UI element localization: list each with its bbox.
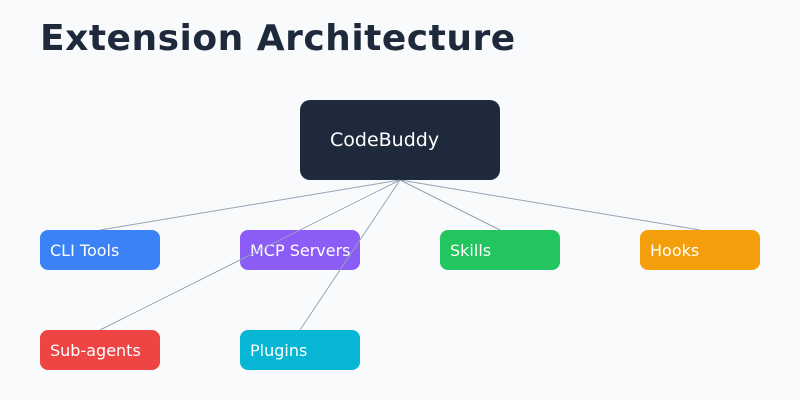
diagram-title: Extension Architecture <box>40 18 516 59</box>
node-mcp-servers[interactable]: MCP Servers <box>240 230 360 270</box>
edge-root-cli-tools <box>99 179 401 231</box>
node-plugins[interactable]: Plugins <box>240 330 360 370</box>
node-skills-label: Skills <box>450 240 492 260</box>
edge-root-hooks <box>399 179 701 231</box>
node-skills[interactable]: Skills <box>440 230 560 270</box>
node-mcp-servers-label: MCP Servers <box>250 240 351 260</box>
root-node-codebuddy[interactable]: CodeBuddy <box>300 100 500 180</box>
node-plugins-label: Plugins <box>250 340 308 360</box>
edge-root-skills <box>399 179 501 231</box>
node-cli-tools-label: CLI Tools <box>50 240 120 260</box>
node-sub-agents[interactable]: Sub-agents <box>40 330 160 370</box>
node-hooks[interactable]: Hooks <box>640 230 760 270</box>
root-node-label: CodeBuddy <box>330 129 440 151</box>
node-hooks-label: Hooks <box>650 240 700 260</box>
node-cli-tools[interactable]: CLI Tools <box>40 230 160 270</box>
node-sub-agents-label: Sub-agents <box>50 340 141 360</box>
